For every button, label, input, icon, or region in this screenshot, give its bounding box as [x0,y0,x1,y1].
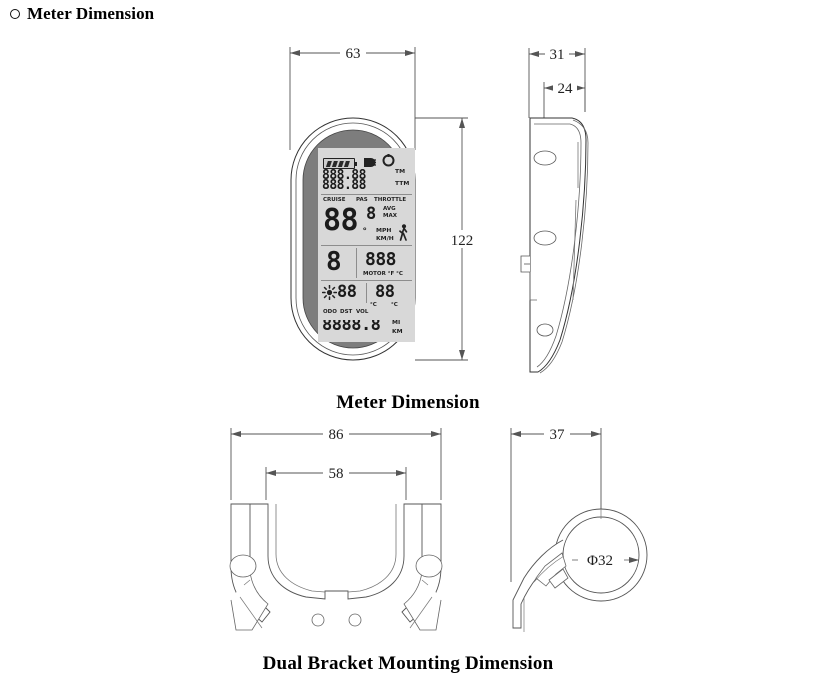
mode-label-throttle: THROTTLE [374,197,407,203]
dimension-label-86: 86 [329,427,345,443]
speed-degree: ° [362,227,367,237]
avg-label: AVG [383,206,396,212]
max-label: MAX [383,213,397,219]
dimension-label-58: 58 [329,466,344,482]
assist-level-value: 8 [366,204,376,224]
lcd-odometer-strip: 8888.8 MI KM [318,320,415,342]
lcd-divider-vertical [356,248,357,278]
lcd-divider-2 [321,245,412,246]
figure-caption-meter: Meter Dimension [336,392,480,413]
battery-icon [323,158,357,169]
temp-unit-left: °C [370,302,377,308]
temp-left-value: 88 [337,282,357,302]
trip-secondary-value: 888.88 [322,178,366,193]
dimension-label-63: 63 [346,46,361,62]
headlight-icon [363,153,377,172]
dimension-label-31: 31 [550,47,565,63]
lcd-divider-3 [321,280,412,281]
mode-label-cruise: CRUISE [323,197,346,203]
temp-right-value: 88 [375,282,395,302]
page-title: Meter Dimension [10,4,154,24]
odo-unit-km: KM [392,328,403,335]
trip-secondary-unit: TTM [395,180,410,187]
kmh-label: KM/H [376,235,394,242]
trip-primary-value: 888.88 [322,168,366,183]
temp-unit-right: °C [391,302,398,308]
mph-label: MPH [376,227,392,234]
page-title-label: Meter Dimension [27,4,155,23]
dst-label: DST [340,309,353,315]
dimension-label-24: 24 [558,81,574,97]
figure-caption-bracket: Dual Bracket Mounting Dimension [262,653,554,674]
circle-bullet-icon [10,9,20,19]
vol-label: VOL [356,309,369,315]
lcd-divider-1 [321,194,412,195]
mode-label-pas: PAS [356,197,368,203]
setting-circle-icon [382,152,395,171]
speed-value: 88 [323,203,359,238]
sun-icon [321,284,338,304]
dimension-label-37: 37 [550,427,566,443]
gear-value: 8 [326,247,342,277]
motor-unit-label: MOTOR °F °C [363,271,403,277]
lcd-divider-vertical-2 [366,283,367,303]
lcd-display: 888.88 TM 888.88 TTM CRUISE PAS THROTTLE… [318,148,415,320]
odo-value: 8888.8 [322,320,381,335]
power-value: 888 [365,249,397,270]
dimension-label-diameter-32: Φ32 [587,553,613,569]
dimension-label-122: 122 [451,233,474,249]
walking-person-icon [398,224,409,245]
trip-primary-unit: TM [395,168,406,175]
odo-unit-mi: MI [392,320,401,326]
odo-label: ODO [323,309,337,315]
